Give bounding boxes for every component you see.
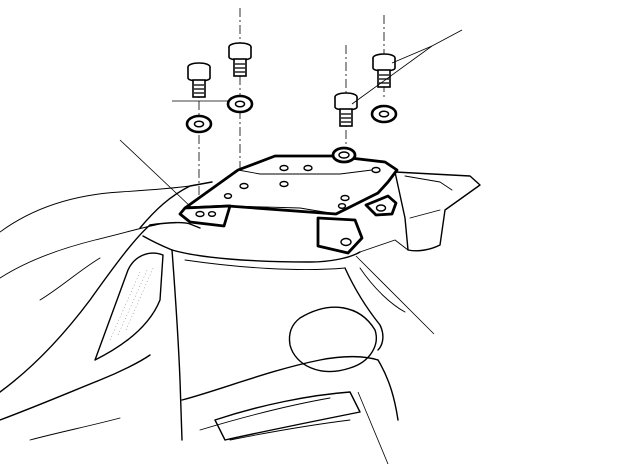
bolt-1 <box>187 62 211 98</box>
leader-line-bolts-2 <box>351 45 433 105</box>
bolt-3 <box>334 92 358 127</box>
leader-line-foot <box>355 255 435 335</box>
washer-1 <box>185 114 213 134</box>
leader-line-bracket <box>119 139 193 209</box>
motorcycle-rear-body <box>0 171 481 441</box>
bolt-2 <box>228 42 252 77</box>
washer-2 <box>226 94 254 114</box>
washer-3 <box>370 104 398 124</box>
carrier-bracket <box>178 146 399 255</box>
leader-lines <box>119 29 463 464</box>
leader-line-bolts <box>391 29 463 64</box>
leader-line-tail <box>357 391 389 464</box>
bolt-4 <box>372 53 396 88</box>
